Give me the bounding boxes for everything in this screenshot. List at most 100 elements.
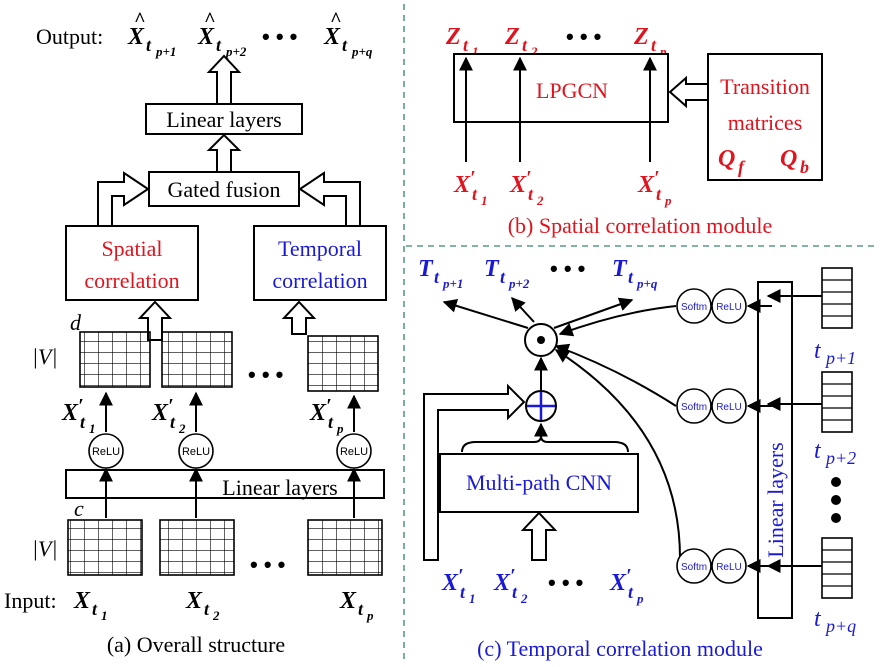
svg-text:X: X: [197, 24, 215, 50]
svg-text:X: X: [339, 588, 357, 614]
relu-circle-p: ReLU: [336, 433, 372, 469]
hollow-arrow-transition: [668, 75, 709, 109]
svg-text:X: X: [609, 570, 627, 596]
svg-text:t: t: [651, 35, 657, 55]
svg-text:T: T: [418, 256, 434, 282]
time-label-2: t p+2: [814, 438, 856, 468]
t-output-2: T t p+2: [484, 256, 530, 291]
svg-text:X: X: [453, 172, 471, 198]
x-prime-temporal-p: X ′ t p: [609, 565, 644, 606]
output-x-q: ^ X t p+q: [323, 9, 373, 59]
svg-text:f: f: [738, 157, 746, 177]
svg-text:2: 2: [212, 608, 220, 623]
svg-text:X: X: [493, 570, 511, 596]
dim-v-label-top: |V|: [32, 344, 58, 369]
svg-text:p: p: [336, 421, 344, 436]
softm-relu-1: Softm ReLU: [676, 288, 747, 324]
svg-text:t: t: [80, 412, 86, 432]
svg-text:X: X: [185, 588, 203, 614]
t-ellipsis: • • •: [550, 256, 585, 281]
caption-temporal: (c) Temporal correlation module: [477, 636, 763, 661]
time-vector-2: [821, 371, 853, 433]
svg-text:X: X: [151, 400, 169, 426]
svg-text:′: ′: [626, 565, 632, 587]
panel-dividers: [403, 4, 878, 664]
softm-relu-q: Softm ReLU: [676, 548, 747, 584]
hadamard-operator: [524, 323, 558, 357]
spatial-correlation-line2: correlation: [84, 268, 179, 293]
svg-text:X: X: [73, 588, 91, 614]
qb-label: Q b: [780, 146, 809, 177]
hollow-arrow-to-output: [206, 54, 242, 105]
svg-text:T: T: [484, 256, 500, 282]
z-output-p: Z t p: [633, 24, 667, 59]
hollow-arrow-to-temporal: [281, 300, 317, 335]
svg-text:′: ′: [510, 565, 516, 587]
svg-text:t: t: [460, 582, 466, 602]
svg-text:2: 2: [178, 421, 186, 436]
grid-ellipsis-bottom: • • •: [250, 552, 285, 577]
attention-curves: [554, 305, 681, 559]
svg-text:t: t: [814, 338, 822, 364]
softm-relu-2: Softm ReLU: [676, 388, 747, 424]
hollow-elbow-arrow-left: [97, 171, 150, 227]
svg-text:^: ^: [330, 9, 341, 31]
svg-text:′: ′: [326, 395, 332, 417]
x-prime-spatial-p: X ′ t p: [637, 167, 672, 208]
svg-text:ReLU: ReLU: [340, 446, 368, 458]
svg-text:t: t: [216, 35, 222, 55]
qf-label: Q f: [718, 146, 746, 177]
transition-matrices-box: [707, 53, 823, 181]
svg-text:Q: Q: [780, 146, 797, 172]
svg-text:ReLU: ReLU: [716, 562, 742, 573]
transition-line2: matrices: [728, 110, 803, 135]
svg-text:T: T: [612, 256, 628, 282]
hidden-grid-p: [307, 335, 379, 392]
output-x-2: ^ X t p+2: [197, 9, 247, 59]
input-grid-p: [307, 519, 383, 576]
relu-circle-1: ReLU: [88, 433, 124, 469]
dim-v-label-bottom: |V|: [32, 536, 58, 561]
svg-text:Softm: Softm: [681, 562, 707, 573]
svg-text:1: 1: [101, 608, 108, 623]
t-output-q: T t p+q: [612, 256, 658, 291]
svg-text:t: t: [522, 35, 528, 55]
add-operator: [525, 390, 557, 422]
output-ellipsis: • • •: [262, 24, 297, 49]
svg-text:p+2: p+2: [824, 448, 856, 468]
lpgcn-box: [453, 53, 669, 123]
input-label: Input:: [4, 588, 57, 613]
svg-text:p+1: p+1: [824, 348, 856, 368]
x-prime-label-2: X ′ t 2: [151, 395, 186, 436]
grid-ellipsis-top: • • •: [248, 362, 283, 387]
svg-text:′: ′: [168, 395, 174, 417]
svg-text:t: t: [814, 606, 822, 632]
panel-overall: Output: ^ X t p+1 ^ X t p+2 • • • ^ X t …: [4, 9, 387, 657]
x-prime-temporal-2: X ′ t 2: [493, 565, 528, 606]
temporal-correlation-box: [253, 225, 387, 301]
linear-layers-top-label: Linear layers: [166, 107, 281, 132]
input-grid-1: [67, 519, 143, 576]
input-x-2: X t 2: [185, 588, 220, 623]
hidden-grid-1: [79, 331, 151, 388]
x-prime-label-1: X ′ t 1: [61, 395, 96, 436]
time-vector-ellipsis: [831, 477, 841, 523]
temporal-correlation-line1: Temporal: [278, 236, 362, 261]
linear-layers-mid-box: [65, 469, 385, 499]
svg-text:p+q: p+q: [636, 276, 658, 291]
svg-text:Q: Q: [718, 146, 735, 172]
svg-text:p+q: p+q: [824, 616, 856, 636]
svg-text:2: 2: [530, 44, 538, 59]
svg-text:p+1: p+1: [155, 44, 176, 59]
x-prime-label-p: X ′ t p: [309, 395, 344, 436]
output-x-1: ^ X t p+1: [127, 9, 176, 59]
svg-text:p: p: [664, 193, 672, 208]
panel-temporal: T t p+1 T t p+2 • • • T t p+q: [418, 256, 856, 661]
z-ellipsis: • • •: [566, 24, 601, 49]
svg-text:X: X: [61, 400, 79, 426]
spatial-correlation-line1: Spatial: [101, 236, 162, 261]
hidden-grid-2: [161, 331, 233, 388]
linear-layers-mid-label: Linear layers: [222, 475, 337, 500]
svg-text:X: X: [323, 24, 341, 50]
hollow-arrow-to-cnn: [520, 511, 558, 561]
